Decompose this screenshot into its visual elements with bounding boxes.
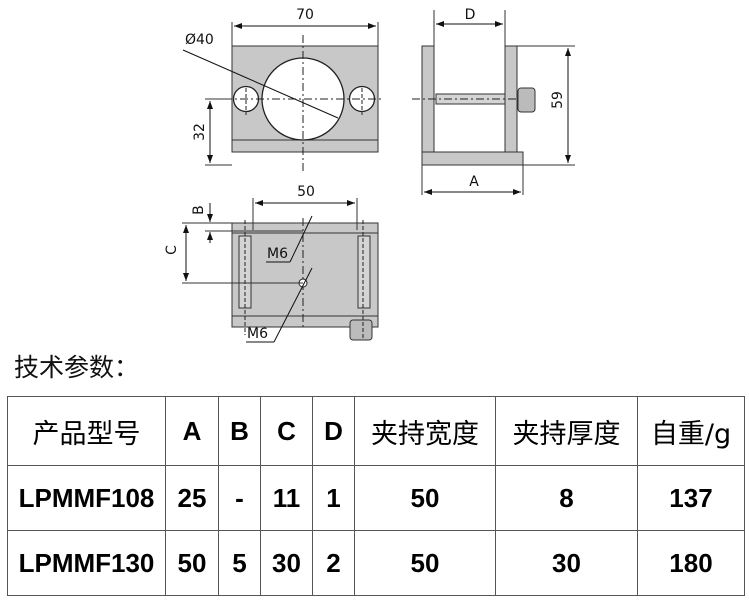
cell-clamp-thickness: 30 [495,530,638,596]
cell-a: 50 [165,530,219,596]
side-base-label: A [469,174,479,190]
header-model: 产品型号 [7,396,166,466]
cell-clamp-thickness: 8 [495,465,638,531]
cell-c: 11 [260,465,313,531]
table-row: LPMMF108 25 - 11 1 50 8 137 [7,465,745,531]
side-depth-label: D [465,7,476,23]
header-d: D [312,396,355,466]
top-spacing-label: 50 [297,184,315,200]
technical-drawing: 70 Ø40 32 D 59 A [164,7,575,343]
cell-d: 1 [312,465,355,531]
cell-d: 2 [312,530,355,596]
cell-b: 5 [218,530,261,596]
cell-weight: 180 [637,530,745,596]
cell-model: LPMMF130 [7,530,166,596]
cell-clamp-width: 50 [354,465,496,531]
c-dimension-label: C [164,245,180,255]
hole-diameter-label: Ø40 [185,32,214,48]
front-width-label: 70 [296,7,314,23]
thread-top-label: M6 [267,246,288,262]
top-view: 50 B C M6 M6 [164,184,379,343]
side-view: D 59 A [412,7,575,195]
cell-b: - [218,465,261,531]
header-weight: 自重/g [637,396,745,466]
cell-a: 25 [165,465,219,531]
table-row: LPMMF130 50 5 30 2 50 30 180 [7,530,745,596]
cell-c: 30 [260,530,313,596]
table-header-row: 产品型号 A B C D 夹持宽度 夹持厚度 自重/g [7,396,745,466]
side-height-label: 59 [550,91,566,109]
b-dimension-label: B [191,205,207,215]
cell-clamp-width: 50 [354,530,496,596]
header-c: C [260,396,313,466]
spec-table: 产品型号 A B C D 夹持宽度 夹持厚度 自重/g LPMMF108 25 … [7,396,745,596]
cell-model: LPMMF108 [7,465,166,531]
header-clamp-width: 夹持宽度 [354,396,496,466]
front-view: 70 Ø40 32 [182,7,382,172]
header-a: A [165,396,219,466]
header-clamp-thickness: 夹持厚度 [495,396,638,466]
header-b: B [218,396,261,466]
thread-bottom-label: M6 [247,326,268,342]
spec-title: 技术参数： [14,353,140,382]
cell-weight: 137 [637,465,745,531]
front-height-label: 32 [192,123,208,141]
